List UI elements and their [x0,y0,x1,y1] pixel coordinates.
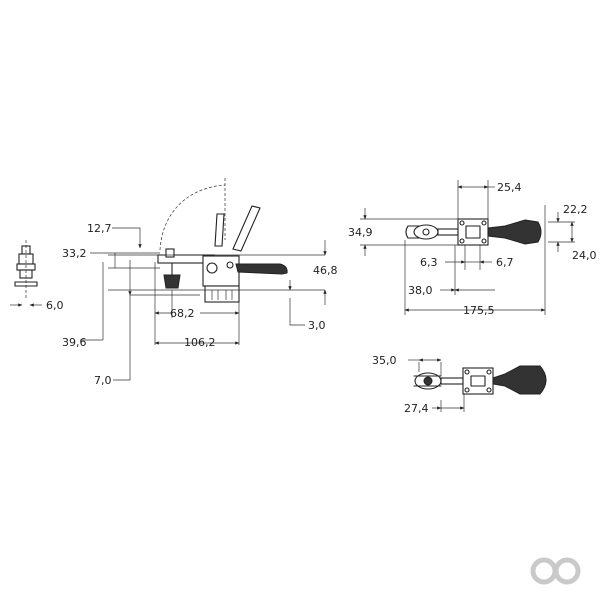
dim-35-0: 35,0 [372,354,397,367]
end-view [10,240,42,307]
infinity-logo-icon [530,557,581,585]
dim-34-9: 34,9 [348,226,373,239]
dim-6-7: 6,7 [496,256,514,269]
dim-38-0: 38,0 [408,284,433,297]
dim-6-3: 6,3 [420,256,438,269]
dim-68-2: 68,2 [170,307,195,320]
dim-175-5: 175,5 [463,304,495,317]
dim-22-2: 22,2 [563,203,588,216]
side-view [80,178,327,381]
dim-6-0: 6,0 [46,299,64,312]
dim-39-6: 39,6 [62,336,87,349]
dim-33-2: 33,2 [62,247,87,260]
dim-24-0: 24,0 [572,249,597,262]
dim-3-0: 3,0 [308,319,326,332]
dim-25-4: 25,4 [497,181,522,194]
top-view [360,180,575,315]
dim-46-8: 46,8 [313,264,338,277]
dim-27-4: 27,4 [404,402,429,415]
open-top-view [408,358,547,412]
dim-7-0: 7,0 [94,374,112,387]
dim-106-2: 106,2 [184,336,216,349]
dim-12-7: 12,7 [87,222,112,235]
